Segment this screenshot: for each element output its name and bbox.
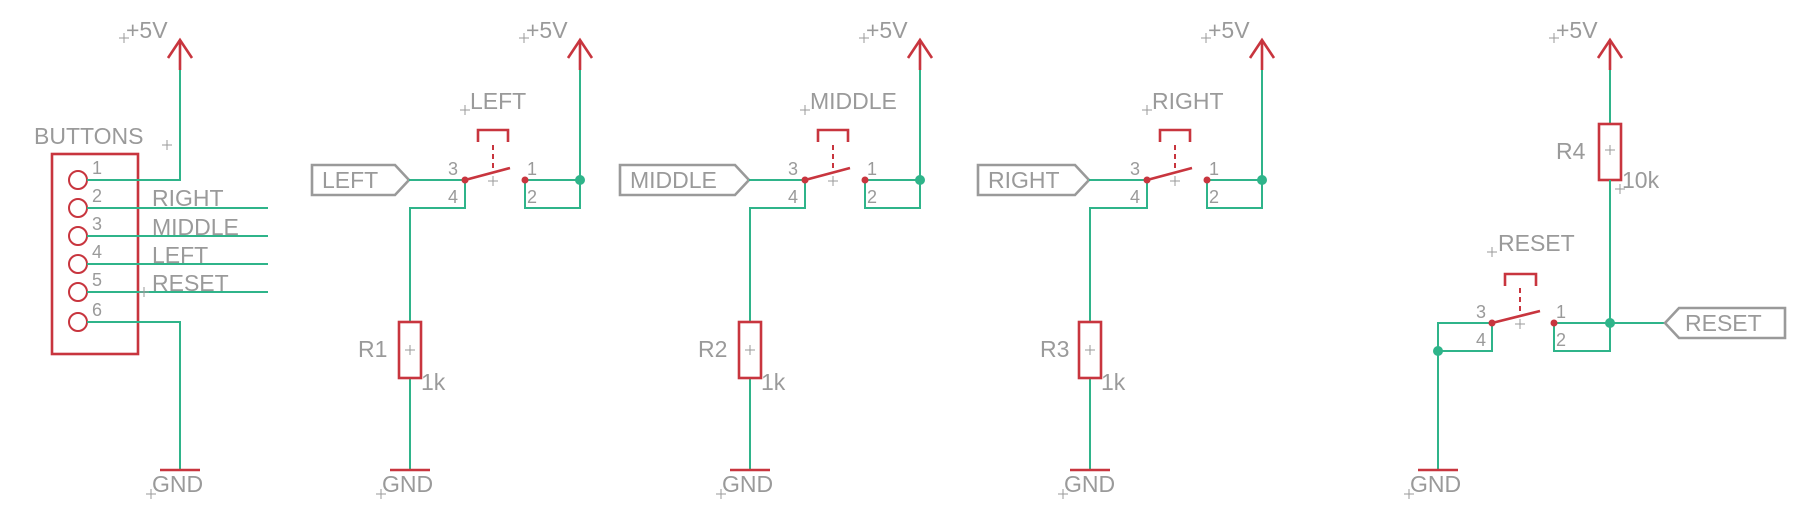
switch-pin-number: 4: [1130, 187, 1140, 207]
ground-label: GND: [1064, 471, 1115, 497]
junction: [575, 175, 585, 185]
connector-pin-number: 2: [92, 186, 102, 206]
switch-circuit-right: +5V RIGHT 3 1 4 2 RIGHT R3 1k GND: [976, 17, 1276, 499]
connector-body: [50, 152, 140, 356]
vcc-label: +5V: [1556, 17, 1598, 43]
net-label-left: LEFT: [152, 242, 208, 268]
resistor-value: 1k: [421, 369, 446, 395]
connector-pin-4: [68, 254, 88, 274]
port-flag-middle: [618, 163, 751, 197]
reset-pushbutton-switch: [1488, 272, 1558, 329]
pushbutton-switch: [801, 128, 869, 186]
reset-circuit: +5V R4 10k 3 1 4 2 RESET: [1404, 17, 1787, 499]
resistor-name: R3: [1040, 336, 1069, 362]
gnd-wire: [87, 321, 181, 470]
junction: [1433, 346, 1443, 356]
vcc-wire: [87, 70, 181, 181]
connector-pin-6: [68, 312, 88, 332]
switch-pin-number: 2: [1556, 330, 1566, 350]
switch-pin-number: 1: [527, 159, 537, 179]
switch-pin-number: 1: [867, 159, 877, 179]
resistor-value: 1k: [1101, 369, 1126, 395]
resistor-value: 1k: [761, 369, 786, 395]
resistor-name: R4: [1556, 138, 1586, 164]
vcc-label: +5V: [1208, 17, 1250, 43]
port-label: RIGHT: [988, 167, 1060, 193]
connector-pin-3: [68, 226, 88, 246]
switch-pin-number: 3: [1476, 302, 1486, 322]
connector-pin-number: 1: [92, 158, 102, 178]
connector-pin-1: [68, 170, 88, 190]
port-label: LEFT: [322, 167, 378, 193]
port-flag-left: [310, 163, 411, 197]
port-flag-reset: [1663, 306, 1787, 340]
net-label-middle: MIDDLE: [152, 214, 239, 240]
switch-pin-number: 3: [1130, 159, 1140, 179]
switch-pin-number: 4: [1476, 330, 1486, 350]
net-label-right: RIGHT: [152, 185, 224, 211]
resistor-name: R1: [358, 336, 387, 362]
resistor-name: R2: [698, 336, 727, 362]
connector-pin-number: 5: [92, 270, 102, 290]
switch-pin-number: 4: [448, 187, 458, 207]
switch-pin-number: 1: [1556, 302, 1566, 322]
vcc-label: +5V: [126, 17, 168, 43]
vcc-label: +5V: [866, 17, 908, 43]
resistor: [397, 320, 423, 380]
switch-label: MIDDLE: [810, 88, 897, 114]
connector-pin-number: 6: [92, 300, 102, 320]
ground-label: GND: [152, 471, 203, 497]
connector-pin-number: 4: [92, 242, 102, 262]
pushbutton-switch: [1143, 128, 1211, 186]
resistor: [1077, 320, 1103, 380]
junction: [1257, 175, 1267, 185]
port-label: MIDDLE: [630, 167, 717, 193]
switch-circuit-left: +5V LEFT 3 1 4 2 LEFT R1 1k: [310, 17, 594, 499]
switch-label: RESET: [1498, 230, 1575, 256]
ground-label: GND: [1410, 471, 1461, 497]
vcc-symbol: [166, 37, 194, 70]
connector-name: BUTTONS: [34, 123, 143, 149]
switch-label: LEFT: [470, 88, 526, 114]
switch-pin-number: 2: [867, 187, 877, 207]
buttons-connector: BUTTONS 1 2 3 4 5 6 RIGHT MIDDLE LEFT RE…: [34, 17, 268, 499]
ground-label: GND: [722, 471, 773, 497]
pushbutton-switch: [461, 128, 529, 186]
switch-pin-number: 4: [788, 187, 798, 207]
switch-pin-number: 3: [788, 159, 798, 179]
switch-pin-number: 2: [527, 187, 537, 207]
switch-pin-number: 1: [1209, 159, 1219, 179]
switch-pin-number: 2: [1209, 187, 1219, 207]
resistor: [737, 320, 763, 380]
junction: [915, 175, 925, 185]
resistor-value: 10k: [1622, 167, 1660, 193]
switch-label: RIGHT: [1152, 88, 1224, 114]
junction: [1605, 318, 1615, 328]
connector-pin-number: 3: [92, 214, 102, 234]
switch-pin-number: 3: [448, 159, 458, 179]
ground-label: GND: [382, 471, 433, 497]
vcc-label: +5V: [526, 17, 568, 43]
port-flag-right: [976, 163, 1091, 197]
switch-circuit-middle: +5V MIDDLE 3 1 4 2 MIDDLE R2 1k GND: [618, 17, 934, 499]
connector-pin-5: [68, 282, 88, 302]
connector-pin-2: [68, 198, 88, 218]
net-label-reset: RESET: [152, 270, 229, 296]
port-label: RESET: [1685, 310, 1762, 336]
